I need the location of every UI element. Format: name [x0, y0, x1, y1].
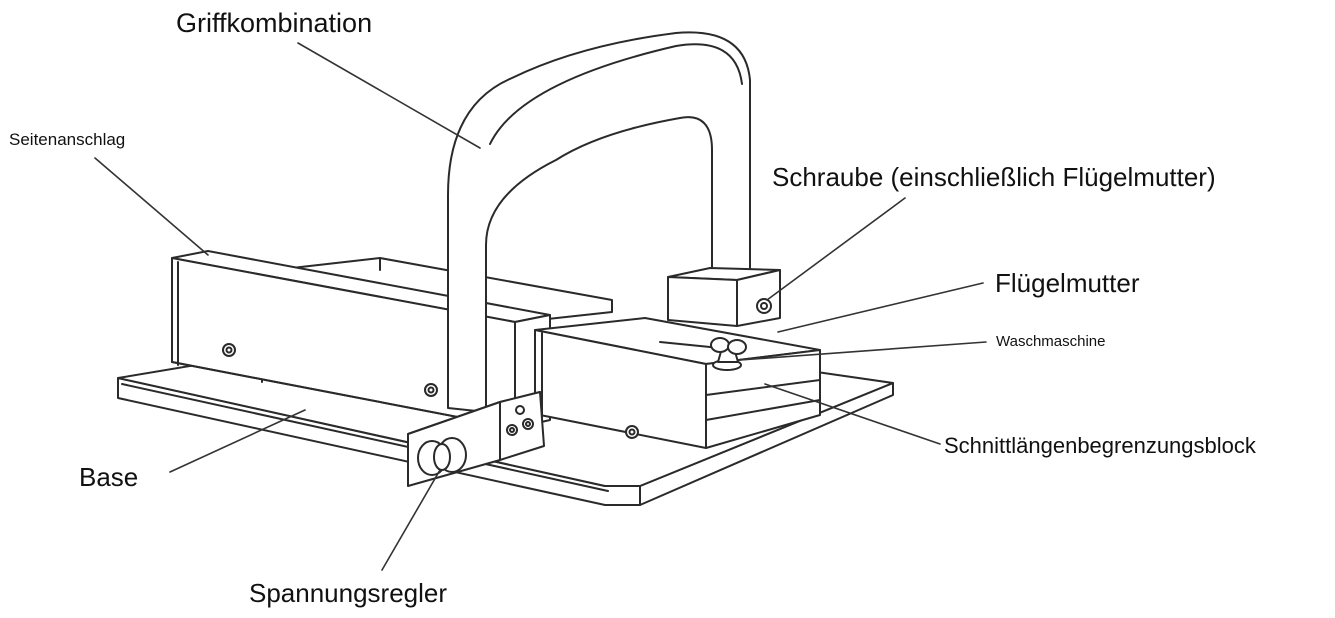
handle-right-block	[667, 267, 781, 327]
label-spannungsregler: Spannungsregler	[249, 578, 448, 608]
label-waschmaschine: Waschmaschine	[996, 333, 1106, 350]
label-seitenanschlag: Seitenanschlag	[9, 130, 126, 149]
label-schnittlaengenbegrenzungsblock: Schnittlängenbegrenzungsblock	[944, 433, 1256, 458]
label-fluegelmutter: Flügelmutter	[995, 268, 1140, 298]
screws	[222, 298, 772, 439]
label-griffkombination: Griffkombination	[176, 8, 373, 38]
label-schraube: Schraube (einschließlich Flügelmutter)	[772, 162, 1216, 192]
tension-regulator-knob	[417, 437, 467, 476]
leader-lines	[94, 42, 987, 571]
cutting-length-limit-block	[534, 317, 821, 449]
handle-frame	[447, 31, 751, 413]
label-base: Base	[79, 462, 139, 492]
wing-nut	[710, 337, 747, 371]
